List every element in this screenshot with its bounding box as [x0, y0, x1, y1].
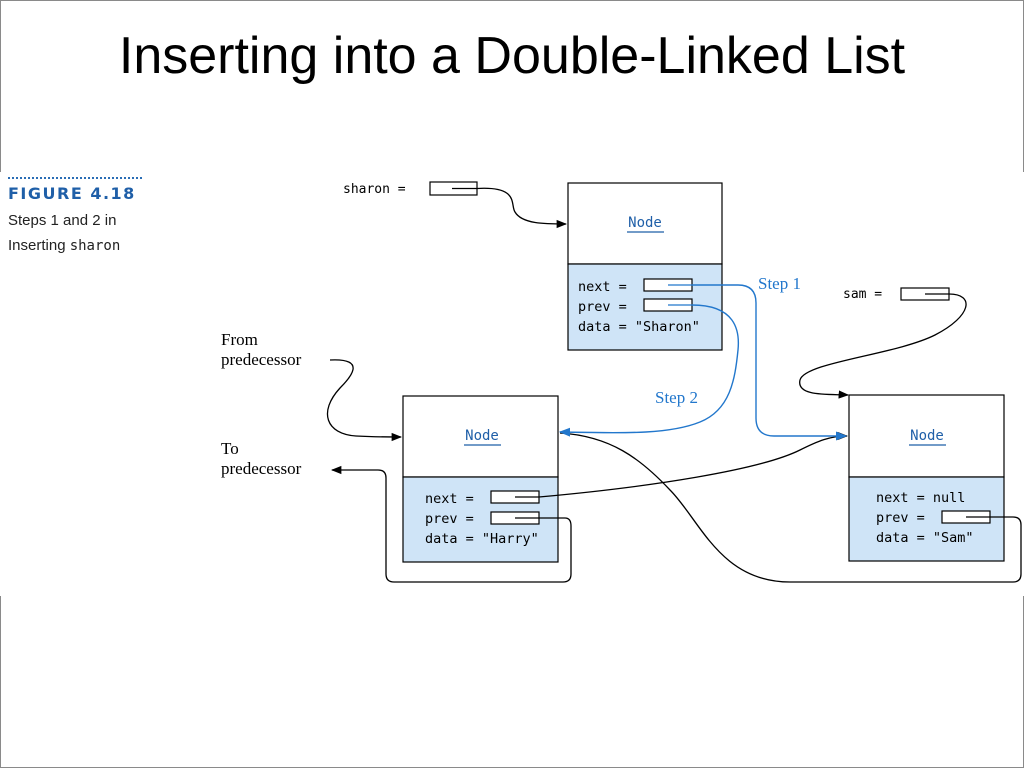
- figure-caption-line2: Inserting sharon: [8, 233, 158, 259]
- node-sam-data: data = "Sam": [876, 530, 974, 546]
- node-sam-header: Node: [910, 428, 944, 444]
- node-harry-header: Node: [465, 428, 499, 444]
- to-label-line1: To: [221, 439, 239, 458]
- node-harry-next: next =: [425, 491, 474, 507]
- figure-label: FIGURE 4.18: [8, 184, 136, 203]
- node-harry-prev: prev =: [425, 511, 474, 527]
- to-label-line2: predecessor: [221, 459, 302, 478]
- node-sharon-prev: prev =: [578, 299, 627, 315]
- node-sam: Node next = null prev = data = "Sam": [848, 394, 1005, 562]
- sam-var-pointer: [799, 293, 967, 399]
- step1-pointer: [692, 284, 848, 441]
- harry-next-pointer: [538, 431, 849, 498]
- sharon-var-label: sharon =: [343, 182, 406, 197]
- slide-title: Inserting into a Double-Linked List: [118, 27, 906, 85]
- figure-caption: Steps 1 and 2 in Inserting sharon: [8, 208, 158, 259]
- node-sharon-header: Node: [628, 215, 662, 231]
- figure-caption-prefix: Inserting: [8, 237, 70, 254]
- sam-prev-pointer: [559, 432, 1022, 583]
- figure-caption-code: sharon: [69, 238, 121, 254]
- node-sam-prev: prev =: [876, 510, 925, 526]
- step1-label: Step 1: [758, 274, 801, 293]
- step2-pointer: [558, 304, 740, 437]
- harry-prev-pointer: [330, 465, 572, 583]
- figure-divider: [8, 177, 142, 179]
- step2-label: Step 2: [655, 388, 698, 407]
- node-harry: Node next = prev = data = "Harry": [402, 395, 559, 563]
- from-label-line2: predecessor: [221, 350, 302, 369]
- node-sam-next: next = null: [876, 490, 965, 506]
- node-sharon-data: data = "Sharon": [578, 319, 700, 335]
- from-label-line1: From: [221, 330, 258, 349]
- node-harry-data: data = "Harry": [425, 531, 539, 547]
- node-sharon-next: next =: [578, 279, 627, 295]
- node-sharon: Node next = prev = data = "Sharon": [567, 182, 723, 351]
- sam-var-label: sam =: [843, 287, 882, 302]
- figure-caption-line1: Steps 1 and 2 in: [8, 212, 117, 229]
- from-predecessor-pointer: [326, 359, 403, 442]
- sharon-var-pointer: [476, 187, 568, 229]
